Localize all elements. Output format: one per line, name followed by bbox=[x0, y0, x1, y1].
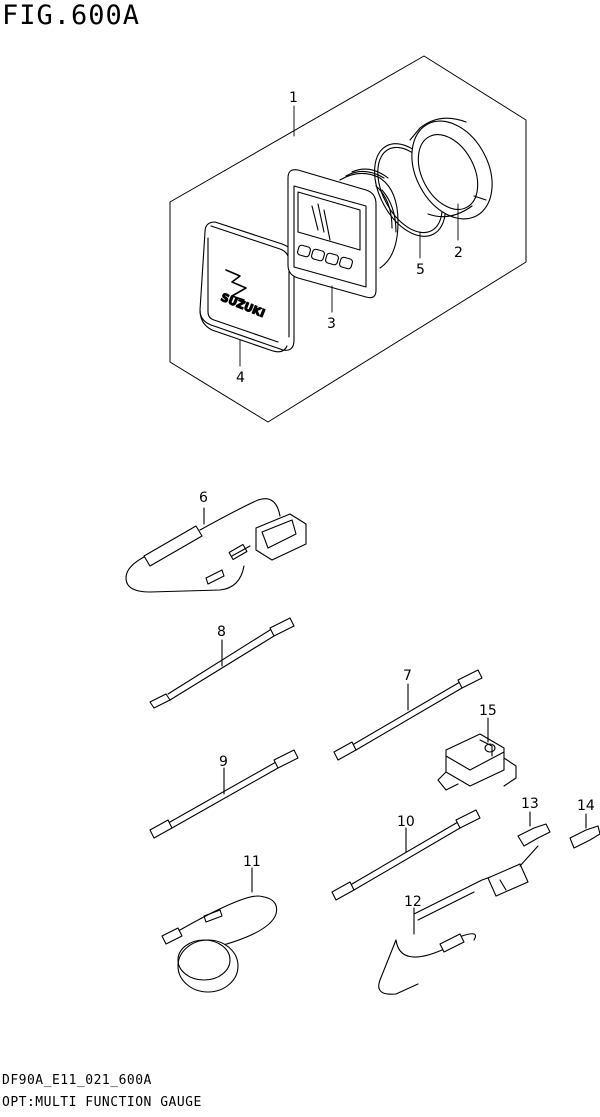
callout-3: 3 bbox=[327, 316, 336, 332]
callout-labels: 1 2 3 4 5 6 7 8 9 10 11 12 13 14 15 bbox=[199, 90, 595, 910]
callout-4: 4 bbox=[236, 370, 245, 386]
drop-cable bbox=[149, 617, 295, 709]
callout-6: 6 bbox=[199, 490, 208, 506]
callout-11: 11 bbox=[243, 854, 261, 870]
gauge-body bbox=[287, 168, 399, 299]
gauge-cover: SUZUKI bbox=[199, 221, 295, 353]
callout-14: 14 bbox=[577, 798, 595, 814]
t-connector bbox=[437, 717, 517, 791]
figure-title: FIG.600A bbox=[2, 0, 141, 31]
retaining-nut bbox=[409, 117, 493, 220]
backbone-cable-2 bbox=[331, 809, 481, 901]
assembly-group-box bbox=[169, 55, 527, 423]
callout-1: 1 bbox=[289, 90, 298, 106]
drop-cable-2 bbox=[149, 749, 299, 839]
callout-12: 12 bbox=[404, 894, 422, 910]
callout-5: 5 bbox=[416, 262, 425, 278]
power-cable bbox=[378, 845, 539, 995]
callout-15: 15 bbox=[479, 703, 497, 719]
sensor-harness bbox=[125, 498, 307, 593]
callout-7: 7 bbox=[403, 668, 412, 684]
gps-antenna bbox=[161, 867, 278, 993]
footer-code: DF90A_E11_021_600A bbox=[2, 1073, 152, 1088]
backbone-cable bbox=[333, 669, 483, 761]
callout-8: 8 bbox=[217, 624, 226, 640]
callout-9: 9 bbox=[219, 754, 228, 770]
callout-10: 10 bbox=[397, 814, 415, 830]
callout-2: 2 bbox=[454, 245, 463, 261]
terminator bbox=[517, 811, 551, 847]
logo-mark bbox=[225, 269, 247, 301]
footer-description: OPT:MULTI FUNCTION GAUGE bbox=[2, 1095, 202, 1110]
terminator-2 bbox=[569, 813, 600, 849]
leader-lines-top bbox=[239, 105, 459, 367]
callout-13: 13 bbox=[521, 796, 539, 812]
